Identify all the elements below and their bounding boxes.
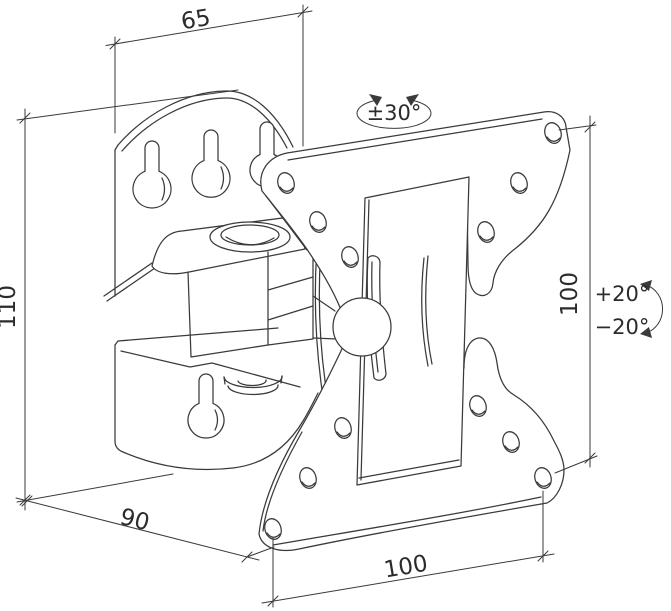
lower-wall-plate xyxy=(114,327,319,471)
screw-hole-thickness xyxy=(279,186,294,192)
dimension-label: 100 xyxy=(557,272,583,316)
screw-hole-thickness xyxy=(512,186,527,192)
screw-hole xyxy=(502,431,520,453)
dimension-label: 110 xyxy=(0,285,21,329)
dimension-label: 100 xyxy=(382,551,430,584)
screw-hole-thickness xyxy=(479,235,494,241)
tilt-annotation: +20° −20° xyxy=(595,280,664,339)
dimension-depth: 90 xyxy=(15,495,275,563)
dimension-line xyxy=(105,10,313,46)
vesa-holes xyxy=(264,122,562,540)
plate-thickness-top xyxy=(287,118,543,161)
arrow-icon xyxy=(640,280,652,291)
front-face xyxy=(187,251,269,358)
screw-hole xyxy=(334,417,352,439)
tilt-down-label: −20° xyxy=(595,315,650,339)
vesa-channel xyxy=(356,176,470,486)
wall-plate-arch-outer xyxy=(117,90,294,148)
dimension-bottom-width: 100 xyxy=(261,490,555,608)
ball-joint xyxy=(332,297,392,357)
screw-hole xyxy=(309,211,327,233)
keyhole-slot xyxy=(132,140,172,209)
column-facet xyxy=(267,276,314,291)
shelf-fold-edge-inner xyxy=(106,267,156,302)
screw-hole xyxy=(544,122,562,144)
dimension-left-height: 110 xyxy=(0,89,239,511)
dimension-line xyxy=(15,497,260,561)
dimension-line xyxy=(261,553,555,604)
screw-hole xyxy=(299,467,317,489)
extension-line xyxy=(16,89,239,121)
arrow-icon xyxy=(640,327,652,338)
ball-arm xyxy=(312,337,338,340)
dimension-right-height: 100 xyxy=(554,115,598,474)
ball-arm xyxy=(312,295,336,312)
arrow-icon xyxy=(369,94,382,106)
swivel-annotation: ±30° xyxy=(356,94,432,129)
dimension-ticks xyxy=(267,550,549,607)
screw-hole xyxy=(469,395,487,417)
channel-thickness-bottom xyxy=(358,459,460,479)
lower-plate-outline xyxy=(114,344,319,471)
dimension-top-width: 65 xyxy=(105,4,313,147)
channel-sliver xyxy=(421,255,433,367)
vesa-plate xyxy=(258,110,571,552)
tilt-up-label: +20° xyxy=(595,282,650,306)
keyhole-slot xyxy=(191,129,231,198)
screw-hole-thickness xyxy=(471,409,486,415)
screw-hole xyxy=(277,172,295,194)
screw-hole xyxy=(477,221,495,243)
wall-plate-chamfer xyxy=(114,144,119,151)
tilt-arrow-arc xyxy=(645,284,664,334)
dimension-label: 65 xyxy=(179,5,212,35)
keyhole-slot xyxy=(187,373,225,439)
extension-line xyxy=(16,473,174,503)
screw-hole-thickness xyxy=(336,431,351,437)
column-edge xyxy=(267,249,314,346)
screw-hole xyxy=(510,172,528,194)
screw-hole-thickness xyxy=(311,225,326,231)
lower-back-edge xyxy=(114,327,279,346)
plate-thickness-lower-left xyxy=(262,431,303,532)
swivel-bearing xyxy=(223,375,283,396)
column-facet xyxy=(267,305,314,321)
screw-hole xyxy=(534,467,552,489)
plate-thickness-bottom xyxy=(272,496,542,546)
swivel-collar xyxy=(209,221,291,253)
screw-hole xyxy=(264,518,282,540)
arrow-icon xyxy=(406,94,419,106)
dimension-label: 90 xyxy=(117,504,152,536)
plate-thickness-left xyxy=(265,195,308,251)
dimension-ticks xyxy=(109,6,309,50)
screw-hole-thickness xyxy=(504,445,519,451)
swivel-arrow-arc xyxy=(356,99,432,129)
screw-hole-thickness xyxy=(546,136,561,142)
lower-shelf-front xyxy=(120,350,301,388)
dimension-ticks xyxy=(584,121,596,464)
swivel-label: ±30° xyxy=(367,101,422,125)
screw-hole-thickness xyxy=(536,481,551,487)
extension-line xyxy=(246,546,275,558)
screw-hole-thickness xyxy=(301,481,316,487)
shelf-fold-edge xyxy=(103,262,153,297)
screw-hole xyxy=(341,246,359,268)
screw-hole-thickness xyxy=(343,260,358,266)
